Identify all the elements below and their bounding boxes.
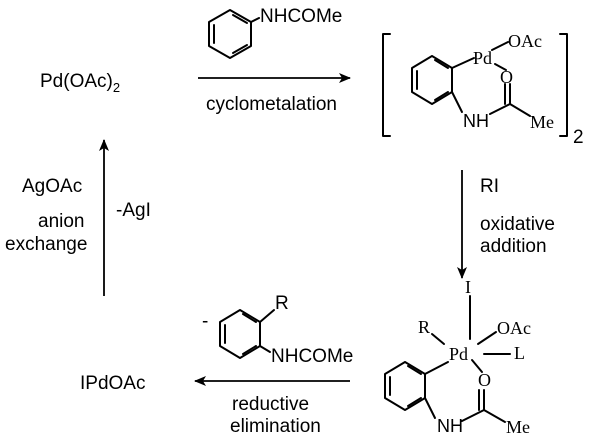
me-group: Me	[506, 417, 530, 437]
exchange-label: exchange	[5, 234, 87, 255]
o-atom: O	[500, 67, 513, 87]
elimination-label: elimination	[230, 416, 321, 437]
addition-label: addition	[480, 236, 547, 257]
me-group: Me	[530, 112, 554, 132]
agoac-label: AgOAc	[22, 176, 82, 197]
iodide-atom: I	[465, 277, 471, 297]
anion-label: anion	[38, 211, 85, 232]
oac-ligand: OAc	[497, 318, 531, 338]
palladacycle-dimer-brackets	[382, 33, 568, 137]
cyclometalation-label: cyclometalation	[206, 94, 337, 115]
l-ligand: L	[514, 343, 525, 363]
palladacycle-structure	[411, 41, 531, 117]
nh-group: NH	[463, 111, 489, 131]
product-r-group: R	[275, 293, 289, 314]
o-atom: O	[478, 370, 491, 390]
acetanilide-structure	[208, 9, 260, 59]
oac-ligand: OAc	[508, 31, 542, 51]
pd-iv-intermediate-structure	[384, 295, 511, 423]
oxidative-label: oxidative	[480, 214, 555, 235]
r-group: R	[418, 317, 430, 337]
product-minus: -	[202, 311, 208, 332]
substrate-label: NHCOMe	[260, 6, 342, 27]
reagent-ri: RI	[480, 176, 499, 197]
agi-label: -AgI	[116, 200, 151, 221]
pd-atom: Pd	[473, 48, 492, 68]
product-nhcome: NHCOMe	[271, 346, 353, 367]
nh-group: NH	[437, 416, 463, 436]
ortho-product-structure	[219, 309, 275, 359]
reductive-label: reductive	[232, 394, 309, 415]
ipdoac-label: IPdOAc	[80, 373, 145, 394]
dimer-subscript: 2	[573, 127, 584, 148]
pd-atom: Pd	[449, 344, 468, 364]
start-complex-label: Pd(OAc)2	[40, 71, 120, 95]
